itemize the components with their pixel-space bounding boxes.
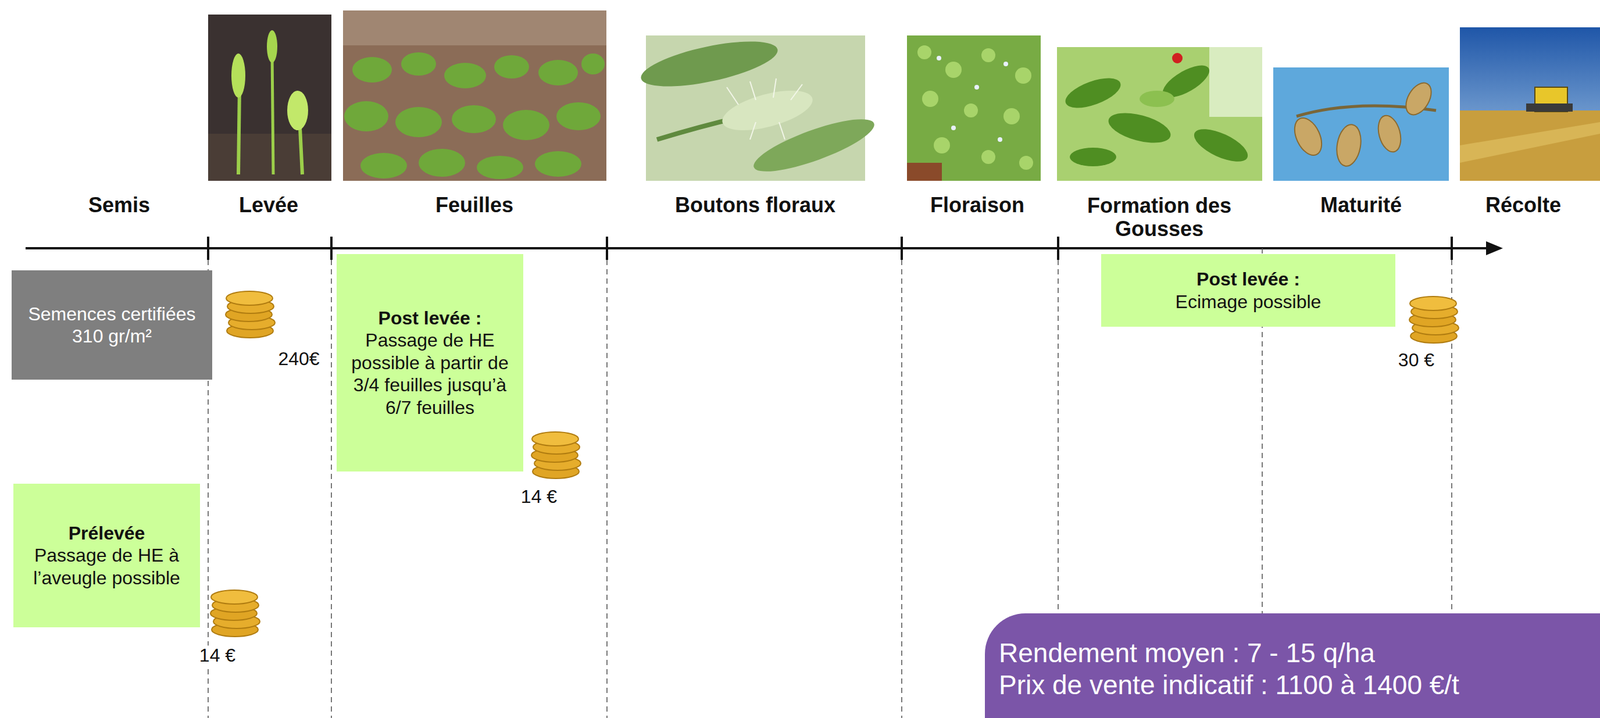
coin-icon — [531, 431, 581, 479]
photo-feuilles — [343, 10, 607, 181]
cost-label: 240€ — [275, 348, 322, 370]
box-text: Semences certifiées 310 gr/m² — [16, 302, 208, 348]
cost-label: 30 € — [1395, 350, 1437, 371]
stage-label: Maturité — [1318, 193, 1405, 217]
stage-label: Floraison — [927, 193, 1027, 217]
photo-floraison — [906, 35, 1041, 181]
photo-gousses — [1056, 47, 1263, 181]
stage-label: Semis — [86, 193, 153, 217]
stage-label: Récolte — [1483, 193, 1564, 217]
stage-label: Feuilles — [433, 193, 516, 217]
box-text: Passage de HE possible à partir de 3/4 f… — [344, 329, 516, 419]
box-heading: Prélevée — [21, 522, 192, 545]
photo-maturite — [1273, 67, 1449, 181]
coin-icon — [225, 291, 275, 338]
treatment-box: PrélevéePassage de HE à l’aveugle possib… — [13, 483, 200, 628]
coin-icon — [1409, 296, 1459, 344]
treatment-box: Post levée :Ecimage possible — [1101, 254, 1396, 327]
box-heading: Post levée : — [344, 306, 516, 330]
seed-box: Semences certifiées 310 gr/m² — [11, 270, 213, 380]
box-text: Passage de HE à l’aveugle possible — [21, 544, 192, 589]
photo-recolte — [1459, 27, 1600, 181]
yield-box: Rendement moyen : 7 - 15 q/haPrix de ven… — [984, 613, 1600, 718]
box-text: Ecimage possible — [1109, 290, 1388, 313]
treatment-box: Post levée :Passage de HE possible à par… — [336, 254, 524, 472]
cost-label: 14 € — [518, 486, 560, 507]
stage-label: Formation des Gousses — [1063, 194, 1255, 241]
stage-label: Boutons floraux — [672, 193, 838, 217]
box-text: Prix de vente indicatif : 1100 à 1400 €/… — [998, 669, 1589, 702]
photo-boutons — [637, 32, 880, 182]
box-text: Rendement moyen : 7 - 15 q/ha — [998, 637, 1589, 670]
coin-icon — [210, 590, 260, 637]
cost-label: 14 € — [197, 645, 238, 666]
stage-label: Levée — [236, 193, 301, 217]
box-heading: Post levée : — [1109, 268, 1388, 291]
photo-levee — [208, 14, 332, 181]
